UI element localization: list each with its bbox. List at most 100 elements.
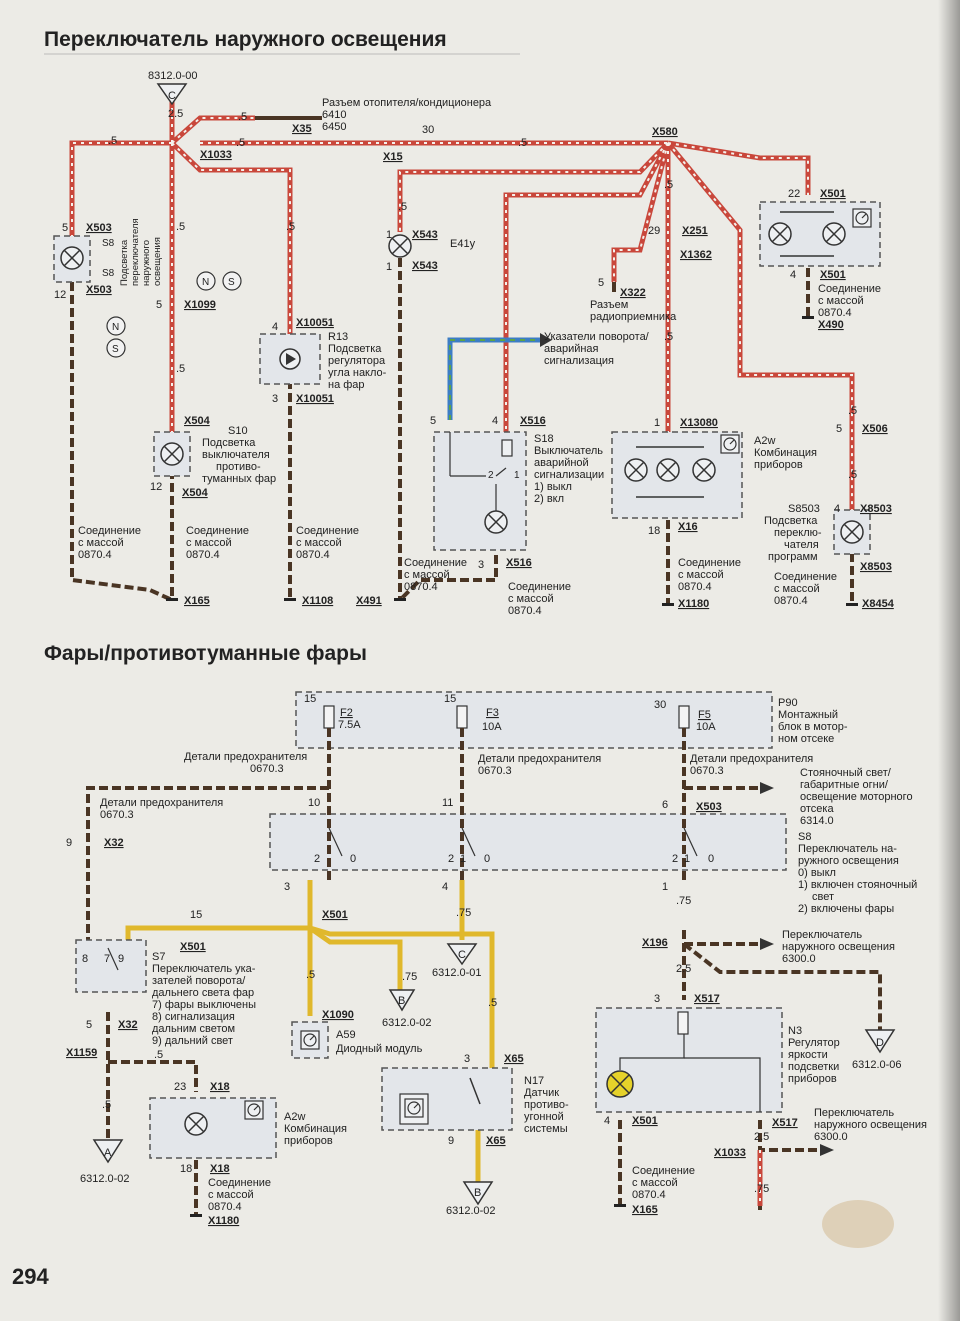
label-05i: .5 [664, 179, 673, 191]
label-n17-2: противо- [524, 1099, 569, 1111]
label-n17-4: системы [524, 1123, 568, 1135]
n-badge-icon-left [106, 316, 126, 336]
label-1c: 1 [514, 470, 520, 481]
label-05c: .5 [236, 137, 245, 149]
ground-label-7a: Соединение [774, 571, 837, 583]
label-s2: S [112, 344, 119, 355]
label-x543a: X543 [412, 229, 438, 241]
label-radio-2: радиоприемника [590, 311, 677, 323]
label-s10-1: Подсветка [202, 437, 256, 449]
lamp-icon-a2w-bottom [184, 1112, 208, 1136]
label-b-3b: 3 [654, 993, 660, 1005]
label-headswitch-3: 6300.0 [782, 953, 816, 965]
label-s10-3: противо- [216, 461, 261, 473]
label-x1090: X1090 [322, 1009, 354, 1021]
label-x1159: X1159 [66, 1047, 97, 1059]
label-x501a: X501 [820, 188, 846, 200]
label-b-d: D [876, 1037, 884, 1049]
label-s8503-3: чателя [784, 539, 819, 551]
label-a2w-top-1: Комбинация [754, 447, 817, 459]
label-n17-3: угонной [524, 1111, 564, 1123]
label-s7-4: 7) фары выключены [152, 999, 256, 1011]
label-a2w-bottom-1: Комбинация [284, 1123, 347, 1135]
label-b-23: 23 [174, 1081, 186, 1093]
label-a2w-bottom: A2w [284, 1111, 305, 1123]
label-n3-3: подсветки [788, 1061, 839, 1073]
top-labels: 8312.0-00 C 2.5 .5 .5 .5 X35 Разъем отоп… [54, 70, 895, 617]
label-x580: X580 [652, 126, 678, 138]
label-sw3-2: 2 [672, 853, 678, 865]
label-b-4a: 4 [442, 881, 448, 893]
label-1b: 1 [386, 261, 392, 273]
label-n3-1: Регулятор [788, 1037, 840, 1049]
wire-white-dashes-top [71, 100, 853, 520]
label-s18-2: аварийной [534, 457, 589, 469]
arrow-x196-icon [760, 938, 774, 950]
label-x8503b: X8503 [860, 561, 892, 573]
connector-triangle-c-bottom [446, 943, 478, 966]
label-sw1-2: 2 [314, 853, 320, 865]
label-s7-1: Переключатель ука- [152, 963, 256, 975]
arrow-turn-icon [540, 333, 552, 347]
label-4c: 4 [492, 415, 498, 427]
label-x543b: X543 [412, 260, 438, 272]
label-b-c: C [458, 949, 466, 961]
label-b-b2: B [474, 1187, 481, 1199]
ground-label-3b: с массой [296, 537, 342, 549]
ground-label-4b: с массой [404, 569, 450, 581]
arrow-x1033-icon [820, 1144, 834, 1156]
label-b-mass-2: с массой [208, 1189, 254, 1201]
label-b-mass-3: 0870.4 [208, 1201, 242, 1213]
label-x65a: X65 [504, 1053, 524, 1065]
label-b-7: 7 [104, 953, 110, 965]
component-box-p90 [295, 691, 773, 749]
label-2a: 2 [488, 470, 494, 481]
label-b-25b: 2.5 [754, 1131, 769, 1143]
label-b-x32a: X32 [104, 837, 124, 849]
connector-triangle-b2 [462, 1181, 494, 1206]
label-e41y: E41y [450, 238, 476, 250]
label-s7-2: зателей поворота/ [152, 975, 246, 987]
label-sw3-1: 1 [684, 853, 690, 865]
page-edge-shadow [938, 0, 960, 1321]
ground-label-2a: Соединение [186, 525, 249, 537]
lamp-icon-s18 [484, 510, 508, 534]
label-05f: .5 [286, 221, 295, 233]
label-s7-3: дальнего света фар [152, 987, 254, 999]
label-b-mass-4: Соединение [632, 1165, 695, 1177]
label-parking-2: габаритные огни/ [800, 779, 889, 791]
ground-label-6c: 0870.4 [678, 581, 712, 593]
label-n2: N [112, 322, 119, 333]
fuse-icon-f3 [456, 705, 468, 729]
potentiometer-icon-n3 [677, 1011, 689, 1035]
label-s8a: S8 [102, 238, 115, 249]
lamp-icon-s8503 [840, 520, 864, 544]
lamp-icon-x501-2 [822, 222, 846, 246]
label-x322: X322 [620, 287, 646, 299]
label-6312-02a: 6312.0-02 [382, 1017, 432, 1029]
label-b-11: 11 [442, 797, 453, 809]
diode-module-icon [300, 1030, 320, 1050]
label-s8503-1: Подсветка [764, 515, 818, 527]
label-b-05d: .5 [102, 1099, 111, 1111]
ground-label-4a: Соединение [404, 557, 467, 569]
label-b-a: A [104, 1147, 112, 1159]
label-parking-1: Стояночный свет/ [800, 767, 892, 779]
label-x18a: X18 [210, 1081, 230, 1093]
label-headswitch-2: наружного освещения [782, 941, 895, 953]
label-b-x501a: X501 [322, 909, 348, 921]
ground-label-1b: с массой [78, 537, 124, 549]
ground-label-3a: Соединение [296, 525, 359, 537]
label-a2w-top-2: приборов [754, 459, 803, 471]
component-box-a2w-bottom [149, 1097, 277, 1159]
label-s10-2: выключателя [202, 449, 270, 461]
label-n1: N [202, 277, 209, 288]
label-s7-6: дальним светом [152, 1023, 235, 1035]
label-sw3-0: 0 [708, 853, 714, 865]
label-x503b: X503 [86, 284, 112, 296]
label-b-075a: .75 [456, 907, 471, 919]
wire-brown-ground-top [70, 258, 854, 605]
label-fuse-detail-2a: Детали предохранителя [478, 753, 601, 765]
label-x1099: X1099 [184, 299, 216, 311]
label-b-b1: B [398, 995, 405, 1007]
